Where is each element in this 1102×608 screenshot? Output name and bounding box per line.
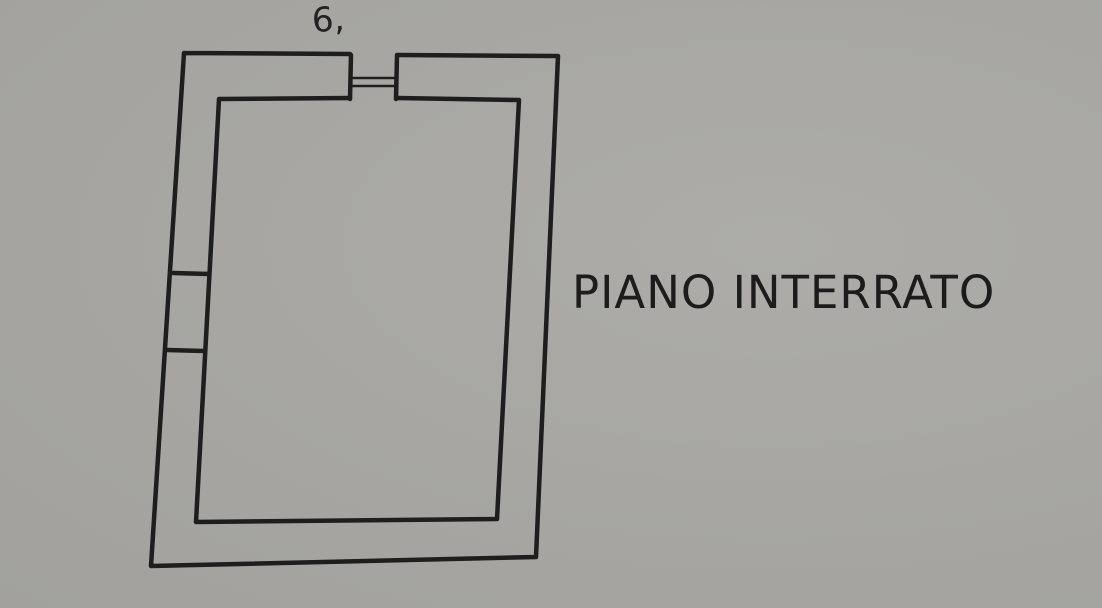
floor-label: PIANO INTERRATO	[572, 266, 996, 319]
outer-wall	[148, 50, 561, 569]
inner-wall	[193, 95, 522, 525]
top-opening-right-jamb	[393, 53, 400, 102]
left-opening-bottom	[164, 347, 207, 354]
top-opening-left-jamb	[347, 52, 354, 102]
dimension-annotation: 6,	[310, 0, 346, 42]
left-opening-top	[170, 270, 212, 277]
